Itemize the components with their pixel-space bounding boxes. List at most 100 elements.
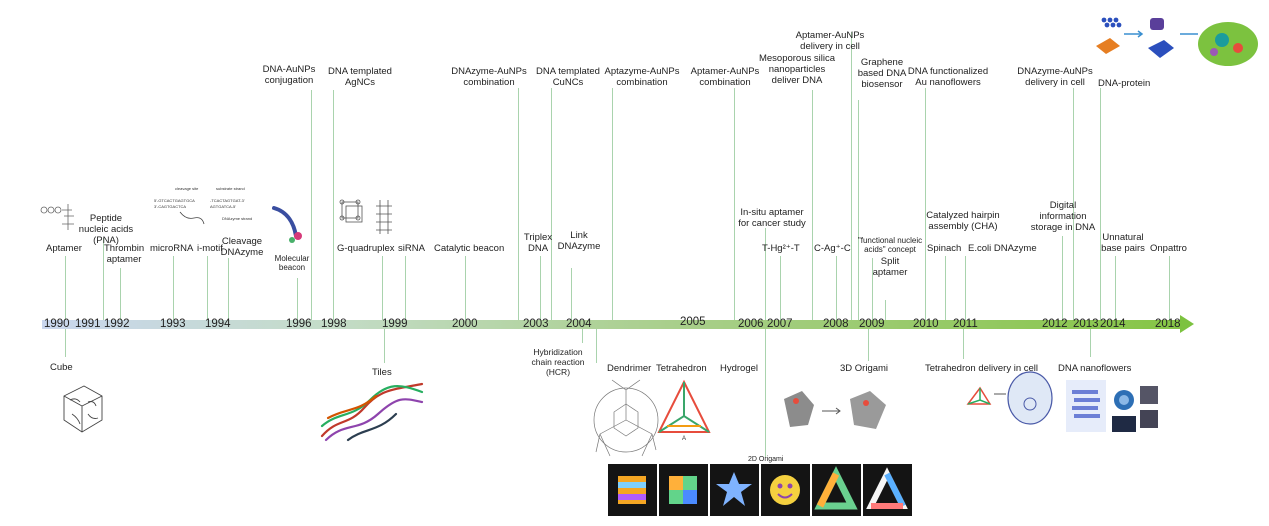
imotif-sequence-illustration: cleavage site substrate strand 5'-GTCACT… — [154, 186, 252, 225]
connector-line — [925, 88, 926, 320]
event-label-onpattro: Onpattro — [1150, 243, 1187, 254]
year-label: 1990 — [44, 318, 70, 330]
year-label: 2007 — [767, 318, 793, 330]
connector-line — [518, 88, 519, 320]
event-label-thrombin: Thrombin aptamer — [104, 243, 145, 265]
year-label: 1991 — [75, 318, 101, 330]
event-label-dna-nanoflowers: DNA nanoflowers — [1058, 363, 1132, 374]
connector-line — [612, 88, 613, 320]
connector-line — [765, 228, 766, 320]
event-label-tetrahedron-delivery: Tetrahedron delivery in cell — [925, 363, 1039, 374]
connector-line — [945, 256, 946, 320]
event-label-graphene-biosensor: Graphene based DNA biosensor — [857, 57, 907, 90]
year-label: 2009 — [859, 318, 885, 330]
year-label: 1994 — [205, 318, 231, 330]
event-label-hcr: Hybridization chain reaction (HCR) — [531, 347, 585, 377]
connector-line — [173, 256, 174, 320]
connector-line — [965, 256, 966, 320]
year-label: 1993 — [160, 318, 186, 330]
connector-line — [963, 329, 964, 359]
event-label-cube: Cube — [50, 362, 73, 373]
year-label: 2004 — [566, 318, 592, 330]
pna-structure-illustration — [40, 204, 74, 230]
cube-illustration — [63, 385, 103, 433]
connector-line — [765, 329, 766, 457]
year-label: 2011 — [953, 318, 978, 330]
connector-line — [465, 256, 466, 320]
event-label-imotif: i-motif — [197, 243, 223, 254]
year-label: 2013 — [1073, 318, 1099, 330]
year-label: 2008 — [823, 318, 849, 330]
year-label: 1996 — [286, 318, 312, 330]
event-label-aptamer-aunps-cell: Aptamer-AuNPs delivery in cell — [795, 30, 865, 52]
year-label: 2005 — [680, 316, 706, 328]
origami-panel — [761, 464, 810, 516]
connector-line — [65, 329, 66, 357]
connector-line — [571, 268, 572, 320]
svg-text:cleavage site: cleavage site — [175, 186, 199, 191]
event-label-dnazyme-aunps: DNAzyme-AuNPs combination — [451, 66, 527, 88]
year-label: 2010 — [913, 318, 939, 330]
connector-line — [103, 238, 104, 320]
event-label-au-nanoflowers: DNA functionalized Au nanoflowers — [907, 66, 989, 88]
timeline-axis — [42, 320, 1182, 329]
origami-panel — [812, 464, 861, 516]
connector-line — [1100, 88, 1101, 320]
year-label: 2018 — [1155, 318, 1181, 330]
tetrahedron-delivery-illustration — [966, 371, 1053, 425]
connector-line — [596, 329, 597, 363]
connector-line — [734, 88, 735, 320]
event-label-aptamer: Aptamer — [46, 243, 82, 254]
event-label-link-dnazyme: Link DNAzyme — [557, 230, 601, 252]
connector-line — [540, 256, 541, 320]
origami-panel — [659, 464, 708, 516]
event-label-dna-aunps-conjugation: DNA-AuNPs conjugation — [262, 64, 316, 86]
event-label-tiles: Tiles — [372, 367, 392, 378]
year-label: 1992 — [104, 318, 130, 330]
svg-text:substrate strand: substrate strand — [216, 186, 245, 191]
event-label-split-aptamer: Split aptamer — [872, 256, 908, 278]
connector-line — [207, 256, 208, 320]
origami-panel — [608, 464, 657, 516]
connector-line — [780, 256, 781, 320]
origami-panel — [710, 464, 759, 516]
3d-origami-illustration — [784, 391, 886, 429]
connector-line — [858, 100, 859, 320]
year-label: 2012 — [1042, 318, 1068, 330]
connector-line — [297, 278, 298, 320]
connector-line — [384, 329, 385, 363]
year-label: 1999 — [382, 318, 408, 330]
connector-line — [836, 256, 837, 320]
connector-line — [382, 256, 383, 320]
connector-line — [1115, 256, 1116, 320]
event-label-aptamer-aunps: Aptamer-AuNPs combination — [690, 66, 760, 88]
year-label: 1998 — [321, 318, 347, 330]
event-label-mesoporous-silica: Mesoporous silica nanoparticles deliver … — [758, 53, 836, 86]
connector-line — [851, 32, 852, 320]
event-label-microrna: microRNA — [150, 243, 194, 254]
svg-text:DNAzyme strand: DNAzyme strand — [222, 216, 252, 221]
svg-text:-TCACTAGTGAT-3': -TCACTAGTGAT-3' — [210, 198, 245, 203]
svg-text:3'-CAGTGACTCA: 3'-CAGTGACTCA — [154, 204, 186, 209]
event-label-cuncs: DNA templated CuNCs — [536, 66, 600, 88]
year-label: 2006 — [738, 318, 764, 330]
dendrimer-illustration — [593, 379, 659, 457]
connector-line — [868, 329, 869, 361]
event-label-gquadruplex: G-quadruplex — [337, 243, 395, 254]
g-quadruplex-illustration — [339, 199, 392, 234]
timeline-arrow-icon — [1180, 315, 1194, 333]
event-label-ecoli-dnazyme: E.coli DNAzyme — [968, 243, 1037, 254]
connector-line — [885, 300, 886, 320]
connector-line — [1090, 329, 1091, 357]
event-label-unnatural-base-pairs: Unnatural base pairs — [1101, 232, 1145, 254]
event-label-cha: Catalyzed hairpin assembly (CHA) — [926, 210, 1000, 232]
connector-line — [1073, 88, 1074, 320]
event-label-triplex: Triplex DNA — [523, 232, 553, 254]
connector-line — [405, 256, 406, 320]
svg-text:A: A — [682, 436, 686, 442]
svg-text:AGTGATCA-5': AGTGATCA-5' — [210, 204, 236, 209]
molecular-beacon-illustration — [272, 206, 302, 243]
event-label-3d-origami: 3D Origami — [840, 363, 889, 374]
event-label-insitu-aptamer: In-situ aptamer for cancer study — [738, 207, 806, 229]
event-label-pna: Peptide nucleic acids (PNA) — [78, 213, 134, 246]
